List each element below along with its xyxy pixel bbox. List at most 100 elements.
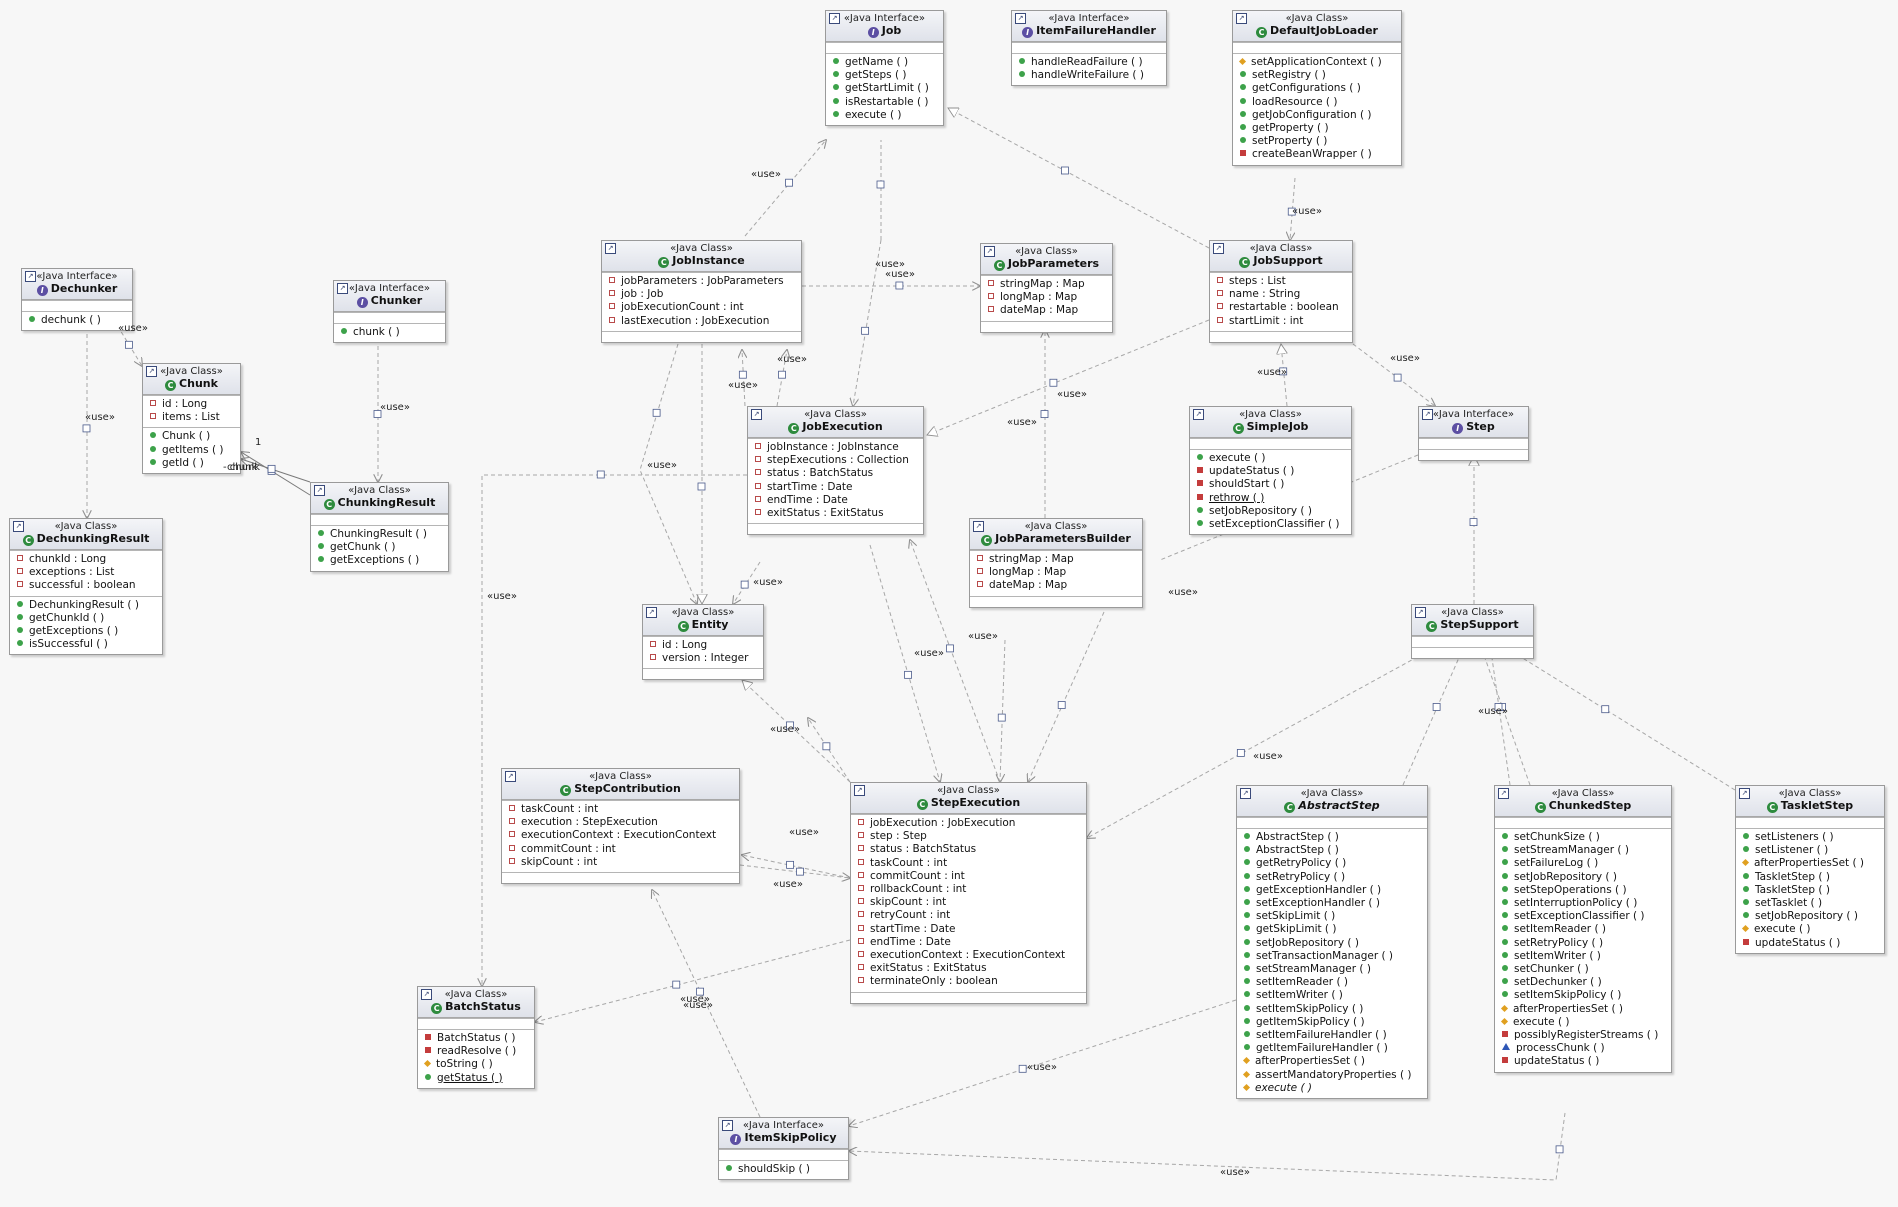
member-row[interactable]: getChunkId ( )	[10, 612, 162, 625]
open-type-icon[interactable]: ↗	[1240, 788, 1251, 799]
member-row[interactable]: commitCount : int	[851, 870, 1086, 883]
member-row[interactable]: setItemSkipPolicy ( )	[1237, 1003, 1427, 1016]
member-row[interactable]: setItemReader ( )	[1495, 923, 1671, 936]
member-row[interactable]: setListener ( )	[1736, 844, 1884, 857]
member-row[interactable]: updateStatus ( )	[1495, 1055, 1671, 1068]
connector-handle[interactable]	[652, 408, 661, 417]
member-row[interactable]: stringMap : Map	[970, 553, 1142, 566]
member-row[interactable]: restartable : boolean	[1210, 301, 1352, 314]
member-row[interactable]: step : Step	[851, 830, 1086, 843]
member-row[interactable]: status : BatchStatus	[748, 467, 923, 480]
member-row[interactable]: getItems ( )	[143, 444, 240, 457]
member-row[interactable]: TaskletStep ( )	[1736, 871, 1884, 884]
member-row[interactable]: setItemReader ( )	[1237, 976, 1427, 989]
open-type-icon[interactable]: ↗	[1422, 409, 1433, 420]
member-row[interactable]: setSkipLimit ( )	[1237, 910, 1427, 923]
member-row[interactable]: execute ( )	[1190, 452, 1351, 465]
open-type-icon[interactable]: ↗	[505, 771, 516, 782]
member-row[interactable]: AbstractStep ( )	[1237, 844, 1427, 857]
member-row[interactable]: setItemFailureHandler ( )	[1237, 1029, 1427, 1042]
connector-handle[interactable]	[1555, 1145, 1564, 1154]
member-row[interactable]: setJobRepository ( )	[1237, 937, 1427, 950]
member-row[interactable]: setDechunker ( )	[1495, 976, 1671, 989]
connector-handle[interactable]	[740, 580, 749, 589]
member-row[interactable]: execution : StepExecution	[502, 816, 739, 829]
open-type-icon[interactable]: ↗	[13, 521, 24, 532]
member-row[interactable]: version : Integer	[643, 652, 763, 665]
member-row[interactable]: dechunk ( )	[22, 314, 132, 327]
member-row[interactable]: getExceptions ( )	[10, 625, 162, 638]
member-row[interactable]: startTime : Date	[748, 481, 923, 494]
member-row[interactable]: stringMap : Map	[981, 278, 1112, 291]
member-row[interactable]: isSuccessful ( )	[10, 638, 162, 651]
member-row[interactable]: processChunk ( )	[1495, 1042, 1671, 1055]
member-row[interactable]: setChunkSize ( )	[1495, 831, 1671, 844]
open-type-icon[interactable]: ↗	[1498, 788, 1509, 799]
connector-handle[interactable]	[672, 980, 681, 989]
member-row[interactable]: execute ( )	[1237, 1082, 1427, 1095]
member-row[interactable]: setExceptionHandler ( )	[1237, 897, 1427, 910]
open-type-icon[interactable]: ↗	[1015, 13, 1026, 24]
member-row[interactable]: setTasklet ( )	[1736, 897, 1884, 910]
member-row[interactable]: setRetryPolicy ( )	[1237, 871, 1427, 884]
connector-handle[interactable]	[697, 482, 706, 491]
member-row[interactable]: loadResource ( )	[1233, 96, 1401, 109]
member-row[interactable]: endTime : Date	[851, 936, 1086, 949]
member-row[interactable]: startTime : Date	[851, 923, 1086, 936]
member-row[interactable]: setStreamManager ( )	[1495, 844, 1671, 857]
open-type-icon[interactable]: ↗	[1193, 409, 1204, 420]
member-row[interactable]: getStatus ( )	[418, 1072, 534, 1085]
member-row[interactable]: getItemFailureHandler ( )	[1237, 1042, 1427, 1055]
member-row[interactable]: afterPropertiesSet ( )	[1495, 1003, 1671, 1016]
member-row[interactable]: jobInstance : JobInstance	[748, 441, 923, 454]
connector-handle[interactable]	[1057, 701, 1066, 709]
open-type-icon[interactable]: ↗	[854, 785, 865, 796]
member-row[interactable]: retryCount : int	[851, 909, 1086, 922]
member-row[interactable]: setRetryPolicy ( )	[1495, 937, 1671, 950]
member-row[interactable]: chunkId : Long	[10, 553, 162, 566]
member-row[interactable]: exitStatus : ExitStatus	[851, 962, 1086, 975]
member-row[interactable]: rollbackCount : int	[851, 883, 1086, 896]
member-row[interactable]: startLimit : int	[1210, 315, 1352, 328]
member-row[interactable]: longMap : Map	[970, 566, 1142, 579]
member-row[interactable]: id : Long	[143, 398, 240, 411]
connector-handle[interactable]	[822, 742, 831, 751]
member-row[interactable]: setApplicationContext ( )	[1233, 56, 1401, 69]
member-row[interactable]: setJobRepository ( )	[1495, 871, 1671, 884]
member-row[interactable]: skipCount : int	[502, 856, 739, 869]
open-type-icon[interactable]: ↗	[646, 607, 657, 618]
member-row[interactable]: jobExecutionCount : int	[602, 301, 801, 314]
member-row[interactable]: setExceptionClassifier ( )	[1190, 518, 1351, 531]
connector-handle[interactable]	[861, 326, 869, 335]
connector-handle[interactable]	[876, 180, 885, 189]
open-type-icon[interactable]: ↗	[1213, 243, 1224, 254]
connector-handle[interactable]	[267, 466, 276, 475]
member-row[interactable]: createBeanWrapper ( )	[1233, 148, 1401, 161]
member-row[interactable]: execute ( )	[1736, 923, 1884, 936]
member-row[interactable]: lastExecution : JobExecution	[602, 315, 801, 328]
member-row[interactable]: possiblyRegisterStreams ( )	[1495, 1029, 1671, 1042]
open-type-icon[interactable]: ↗	[146, 366, 157, 377]
member-row[interactable]: readResolve ( )	[418, 1045, 534, 1058]
open-type-icon[interactable]: ↗	[25, 271, 36, 282]
member-row[interactable]: setListeners ( )	[1736, 831, 1884, 844]
open-type-icon[interactable]: ↗	[973, 521, 984, 532]
member-row[interactable]: stepExecutions : Collection	[748, 454, 923, 467]
member-row[interactable]: jobExecution : JobExecution	[851, 817, 1086, 830]
member-row[interactable]: getJobConfiguration ( )	[1233, 109, 1401, 122]
open-type-icon[interactable]: ↗	[722, 1120, 733, 1131]
member-row[interactable]: updateStatus ( )	[1736, 937, 1884, 950]
member-row[interactable]: updateStatus ( )	[1190, 465, 1351, 478]
member-row[interactable]: TaskletStep ( )	[1736, 884, 1884, 897]
member-row[interactable]: items : List	[143, 411, 240, 424]
open-type-icon[interactable]: ↗	[751, 409, 762, 420]
